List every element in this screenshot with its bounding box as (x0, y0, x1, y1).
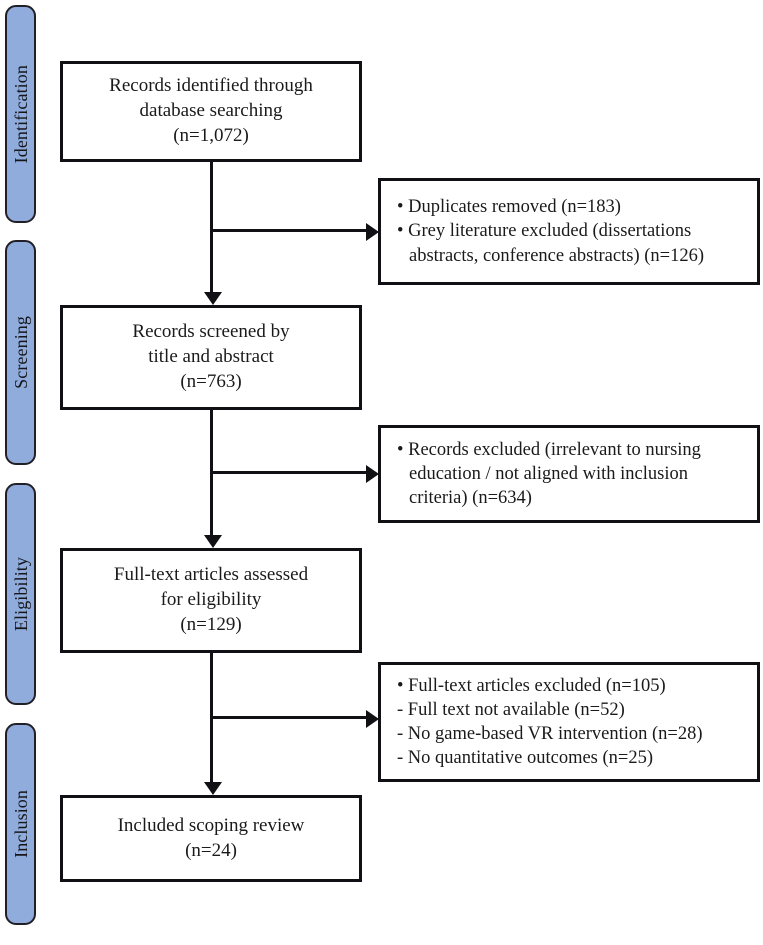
arrow-screened-to-exclusions (366, 465, 379, 483)
flow-box-line: Included scoping review (117, 814, 305, 836)
flow-box-included-scoping-review: Included scoping review (n=24) (60, 795, 362, 882)
flow-box-line: Records screened by (132, 321, 290, 343)
stage-label-inclusion: Inclusion (10, 790, 31, 858)
flow-box-line: database searching (139, 100, 283, 122)
arrow-screened-to-fulltext (204, 535, 222, 548)
exclusion-item: • Full-text articles excluded (n=105) (397, 675, 666, 696)
flow-box-line: (n=24) (185, 839, 237, 861)
flow-box-records-identified: Records identified through database sear… (60, 61, 362, 162)
stage-pill-inclusion: Inclusion (5, 723, 36, 925)
exclusion-subitem: - No quantitative outcomes (n=25) (397, 748, 654, 769)
flow-box-line: (n=1,072) (173, 124, 249, 146)
exclusion-subitem: - No game-based VR intervention (n=28) (397, 724, 703, 744)
connector-fulltext-to-included-vertical (210, 653, 213, 788)
exclusion-item-continued: education / not aligned with inclusion (409, 463, 688, 484)
stage-label-screening: Screening (10, 316, 31, 389)
flow-box-line: for eligibility (160, 589, 262, 611)
flow-box-line: (n=763) (180, 370, 242, 392)
exclusion-item: • Records excluded (irrelevant to nursin… (397, 439, 701, 460)
connector-screened-to-fulltext-vertical (210, 410, 213, 541)
exclusion-item-continued: abstracts, conference abstracts) (n=126) (409, 245, 704, 266)
exclusion-item: • Grey literature excluded (dissertation… (397, 221, 692, 242)
connector-screened-to-exclusions-horizontal (210, 471, 370, 474)
exclusion-item-continued: criteria) (n=634) (409, 488, 532, 509)
exclusion-box-eligibility: • Full-text articles excluded (n=105) - … (378, 662, 760, 782)
flow-box-line: title and abstract (148, 346, 274, 368)
stage-label-eligibility: Eligibility (10, 556, 31, 632)
flow-box-records-screened: Records screened by title and abstract (… (60, 305, 362, 410)
exclusion-box-screening: • Records excluded (irrelevant to nursin… (378, 425, 760, 523)
stage-label-identification: Identification (10, 64, 31, 164)
arrow-identified-to-screened (204, 292, 222, 305)
exclusion-subitem: - Full text not available (n=52) (397, 699, 625, 720)
connector-fulltext-to-exclusions-horizontal (210, 716, 370, 719)
flow-box-line: Records identified through (109, 75, 313, 97)
arrow-fulltext-to-included (204, 782, 222, 795)
stage-pill-screening: Screening (5, 240, 36, 465)
stage-pill-eligibility: Eligibility (5, 483, 36, 705)
stage-pill-identification: Identification (5, 5, 36, 223)
exclusion-item: • Duplicates removed (n=183) (397, 197, 621, 218)
arrow-fulltext-to-exclusions (366, 710, 379, 728)
flow-box-fulltext-assessed: Full-text articles assessed for eligibil… (60, 548, 362, 653)
flow-box-line: Full-text articles assessed (113, 564, 309, 586)
exclusion-box-identification: • Duplicates removed (n=183) • Grey lite… (378, 178, 760, 285)
connector-identified-to-exclusions-horizontal (210, 229, 370, 232)
arrow-identified-to-exclusions (366, 223, 379, 241)
flow-box-line: (n=129) (180, 613, 242, 635)
